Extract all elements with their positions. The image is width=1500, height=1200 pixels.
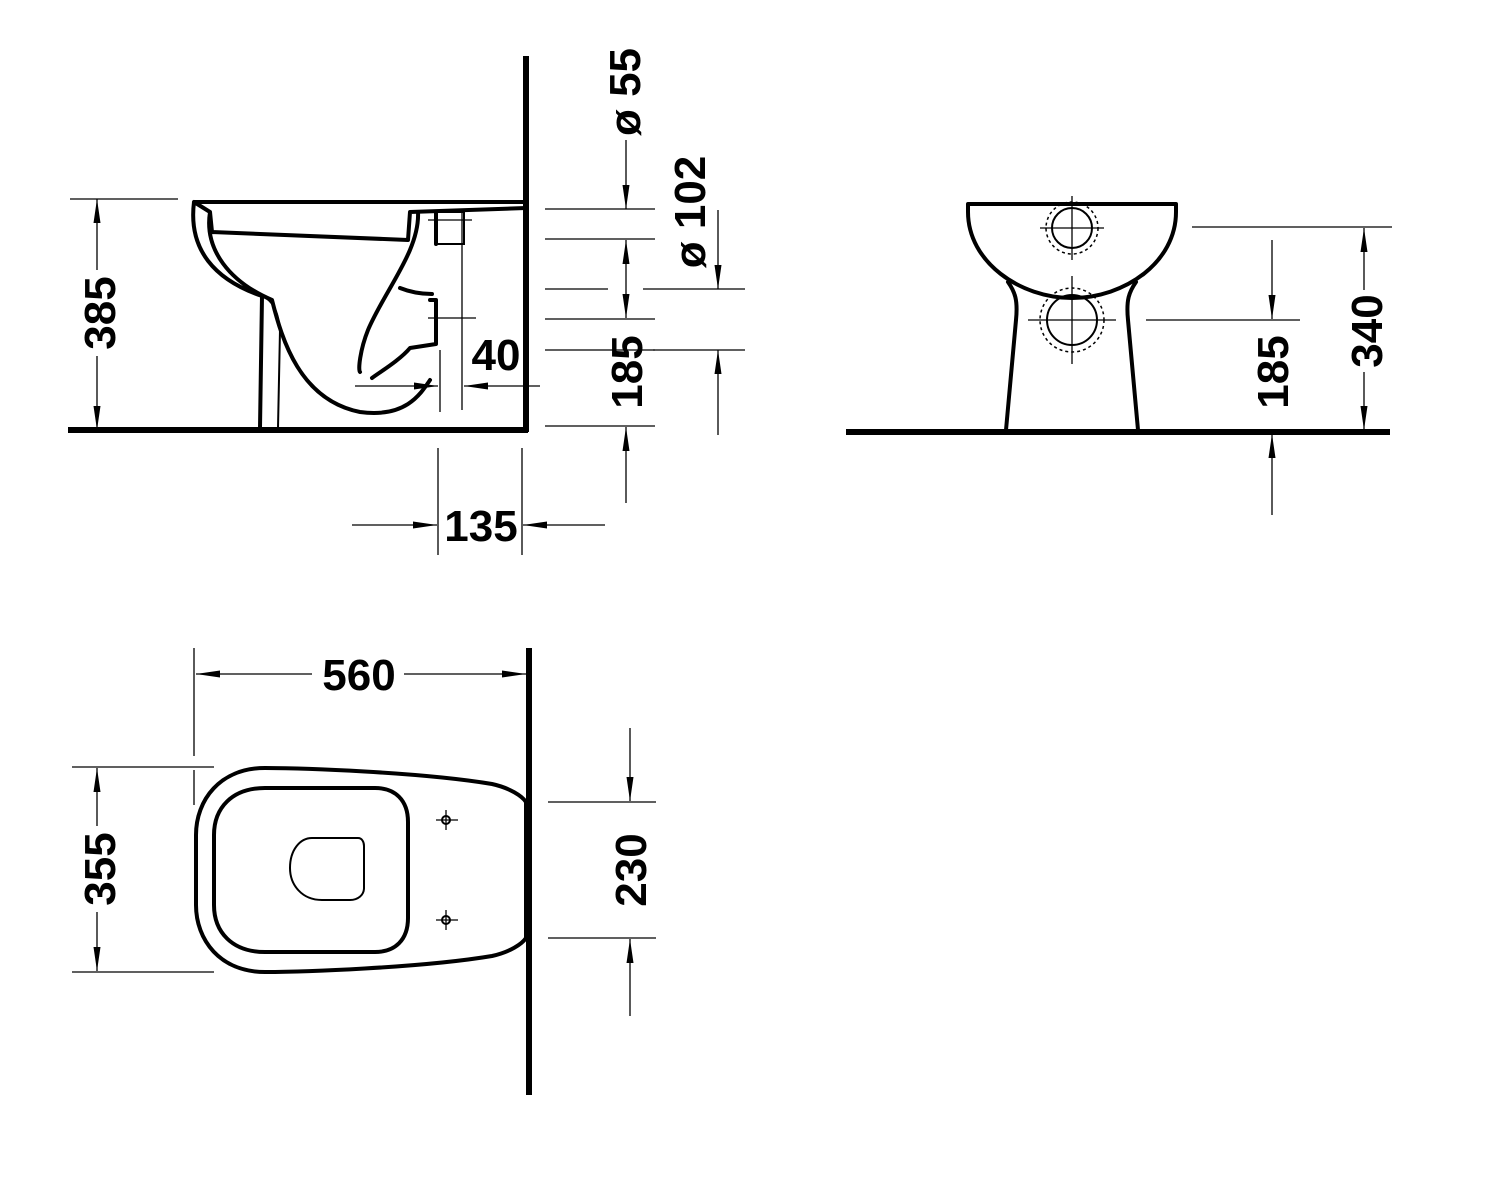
dim-340-label: 340 (1343, 294, 1392, 367)
dim-185-side-label: 185 (603, 335, 652, 408)
side-view: 385 ø 55 ø 102 185 40 135 (68, 48, 745, 555)
dim-dia55-label: ø 55 (601, 48, 650, 136)
side-trap-outline (357, 210, 438, 380)
top-bowl-outline (194, 766, 528, 974)
dim-230-label: 230 (607, 833, 656, 906)
side-bowl-outline (191, 200, 528, 430)
top-view: 560 355 230 (72, 648, 656, 1095)
dim-385-label: 385 (76, 276, 125, 349)
dim-185-front-label: 185 (1249, 335, 1298, 408)
top-rim-inner (212, 786, 410, 954)
dim-355-label: 355 (76, 832, 125, 905)
dim-40-label: 40 (472, 331, 521, 380)
side-pedestal (261, 295, 282, 429)
front-view: 185 340 (846, 196, 1392, 515)
side-inlet-socket (436, 211, 465, 245)
dim-135-label: 135 (444, 502, 517, 551)
dim-dia102-label: ø 102 (666, 156, 715, 269)
top-bowl-opening (288, 837, 365, 901)
front-pedestal-outline (1004, 280, 1140, 432)
dim-560-label: 560 (322, 651, 395, 700)
